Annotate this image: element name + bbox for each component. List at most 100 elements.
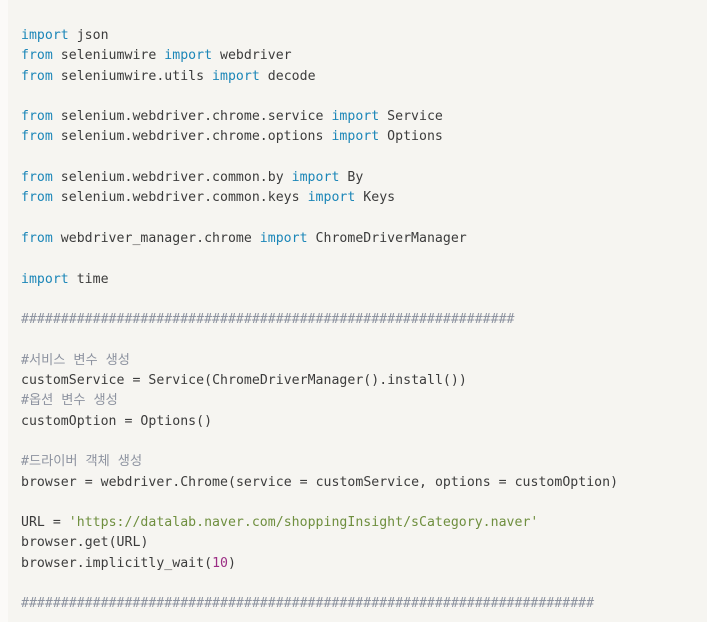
code-line-2[interactable]: from seleniumwire import webdriver	[21, 46, 707, 66]
token-cls: Options	[140, 413, 197, 429]
token-kw: import	[164, 48, 213, 64]
token-plain: get	[84, 535, 109, 551]
token-plain: webdriver	[212, 48, 292, 64]
token-kw: from	[21, 129, 53, 145]
token-str: 'https://datalab.naver.com/shoppingInsig…	[68, 515, 539, 531]
token-kw: import	[331, 129, 380, 145]
token-cls: ChromeDriverManager	[212, 373, 364, 389]
token-cls: Keys	[355, 190, 396, 206]
code-line-27[interactable]: browser.implicitly_wait(10)	[21, 554, 707, 574]
token-plain: selenium.webdriver.chrome.service	[52, 109, 332, 125]
token-comment: #드라이버 객체 생성	[21, 454, 143, 470]
token-plain: json	[68, 28, 109, 43]
code-line-5[interactable]: from selenium.webdriver.chrome.service i…	[21, 107, 707, 127]
token-plain: seleniumwire.utils	[52, 68, 213, 84]
token-op: =	[498, 474, 507, 490]
token-kw: from	[21, 230, 53, 246]
token-plain: customOption	[21, 413, 125, 429]
token-op: ()	[196, 413, 213, 429]
code-line-3[interactable]: from seleniumwire.utils import decode	[21, 67, 707, 87]
code-line-15[interactable]: ########################################…	[21, 310, 707, 330]
token-kw: import	[331, 109, 380, 125]
token-plain: time	[68, 271, 109, 287]
token-op: )	[227, 555, 236, 571]
code-line-13[interactable]: import time	[21, 270, 707, 290]
token-plain: install	[387, 373, 443, 389]
token-op: )	[140, 535, 149, 551]
token-plain: decode	[259, 68, 316, 84]
token-plain: implicitly_wait	[84, 555, 205, 571]
token-comment: #서비스 변수 생성	[21, 352, 130, 368]
code-line-9[interactable]: from selenium.webdriver.common.keys impo…	[21, 188, 707, 208]
token-op: ())	[442, 373, 467, 389]
token-plain: customOption	[506, 474, 611, 490]
token-comment: #옵션 변수 생성	[21, 393, 118, 409]
token-op: =	[124, 413, 133, 429]
code-line-12[interactable]	[21, 249, 707, 269]
token-plain: URL	[116, 535, 141, 551]
code-line-19[interactable]: #옵션 변수 생성	[21, 391, 707, 411]
token-comment: ########################################…	[21, 312, 515, 328]
token-op: =	[299, 474, 308, 490]
code-line-1[interactable]: import json	[21, 26, 707, 46]
token-cls: Chrome	[180, 474, 228, 490]
code-line-23[interactable]: browser = webdriver.Chrome(service = cus…	[21, 473, 707, 493]
token-op: ,	[419, 474, 428, 490]
token-plain: seleniumwire	[52, 48, 165, 64]
code-line-20[interactable]: customOption = Options()	[21, 412, 707, 432]
token-plain: browser.	[21, 535, 85, 551]
token-op: ().	[363, 373, 388, 389]
token-plain	[61, 515, 69, 530]
token-kw: from	[21, 170, 53, 186]
token-plain: service	[235, 474, 300, 490]
code-line-26[interactable]: browser.get(URL)	[21, 533, 707, 553]
token-plain: webdriver_manager.chrome	[52, 230, 260, 246]
token-op: )	[610, 474, 619, 490]
code-line-24[interactable]	[21, 493, 707, 513]
token-num: 10	[212, 555, 228, 571]
token-op: =	[52, 515, 61, 531]
token-cls: Service	[379, 109, 443, 125]
token-op: (	[204, 373, 213, 389]
token-plain: options	[427, 474, 499, 490]
code-line-22[interactable]: #드라이버 객체 생성	[21, 452, 707, 472]
code-line-16[interactable]	[21, 330, 707, 350]
token-plain: customService	[21, 373, 133, 389]
token-kw: import	[291, 170, 340, 186]
token-cls: Options	[379, 129, 443, 145]
token-plain: selenium.webdriver.common.by	[52, 170, 292, 186]
token-plain: selenium.webdriver.chrome.options	[52, 129, 332, 145]
token-plain: URL	[21, 515, 53, 531]
code-line-18[interactable]: customService = Service(ChromeDriverMana…	[21, 371, 707, 391]
token-kw: import	[212, 68, 260, 84]
code-line-14[interactable]	[21, 290, 707, 310]
code-line-6[interactable]: from selenium.webdriver.chrome.options i…	[21, 127, 707, 147]
token-kw: import	[21, 271, 69, 287]
token-kw: from	[21, 48, 53, 64]
code-line-28[interactable]	[21, 574, 707, 594]
token-kw: import	[259, 230, 308, 246]
code-line-7[interactable]	[21, 148, 707, 168]
token-plain: customService	[307, 474, 420, 490]
code-line-4[interactable]	[21, 87, 707, 107]
token-kw: from	[21, 109, 53, 125]
token-plain: browser	[21, 474, 85, 490]
code-line-25[interactable]: URL = 'https://datalab.naver.com/shoppin…	[21, 513, 707, 533]
token-plain: selenium.webdriver.common.keys	[52, 190, 308, 206]
code-line-21[interactable]	[21, 432, 707, 452]
code-line-10[interactable]	[21, 209, 707, 229]
token-plain: browser.	[21, 555, 85, 571]
token-op: =	[132, 373, 141, 389]
token-op: =	[84, 474, 93, 490]
token-op: (	[204, 555, 213, 571]
code-line-17[interactable]: #서비스 변수 생성	[21, 351, 707, 371]
code-line-8[interactable]: from selenium.webdriver.common.by import…	[21, 168, 707, 188]
editor-gutter-strip	[0, 0, 8, 622]
code-line-11[interactable]: from webdriver_manager.chrome import Chr…	[21, 229, 707, 249]
token-kw: from	[21, 68, 53, 84]
token-kw: import	[21, 28, 69, 43]
token-cls: Service	[148, 373, 205, 389]
code-line-29[interactable]: ########################################…	[21, 594, 707, 614]
